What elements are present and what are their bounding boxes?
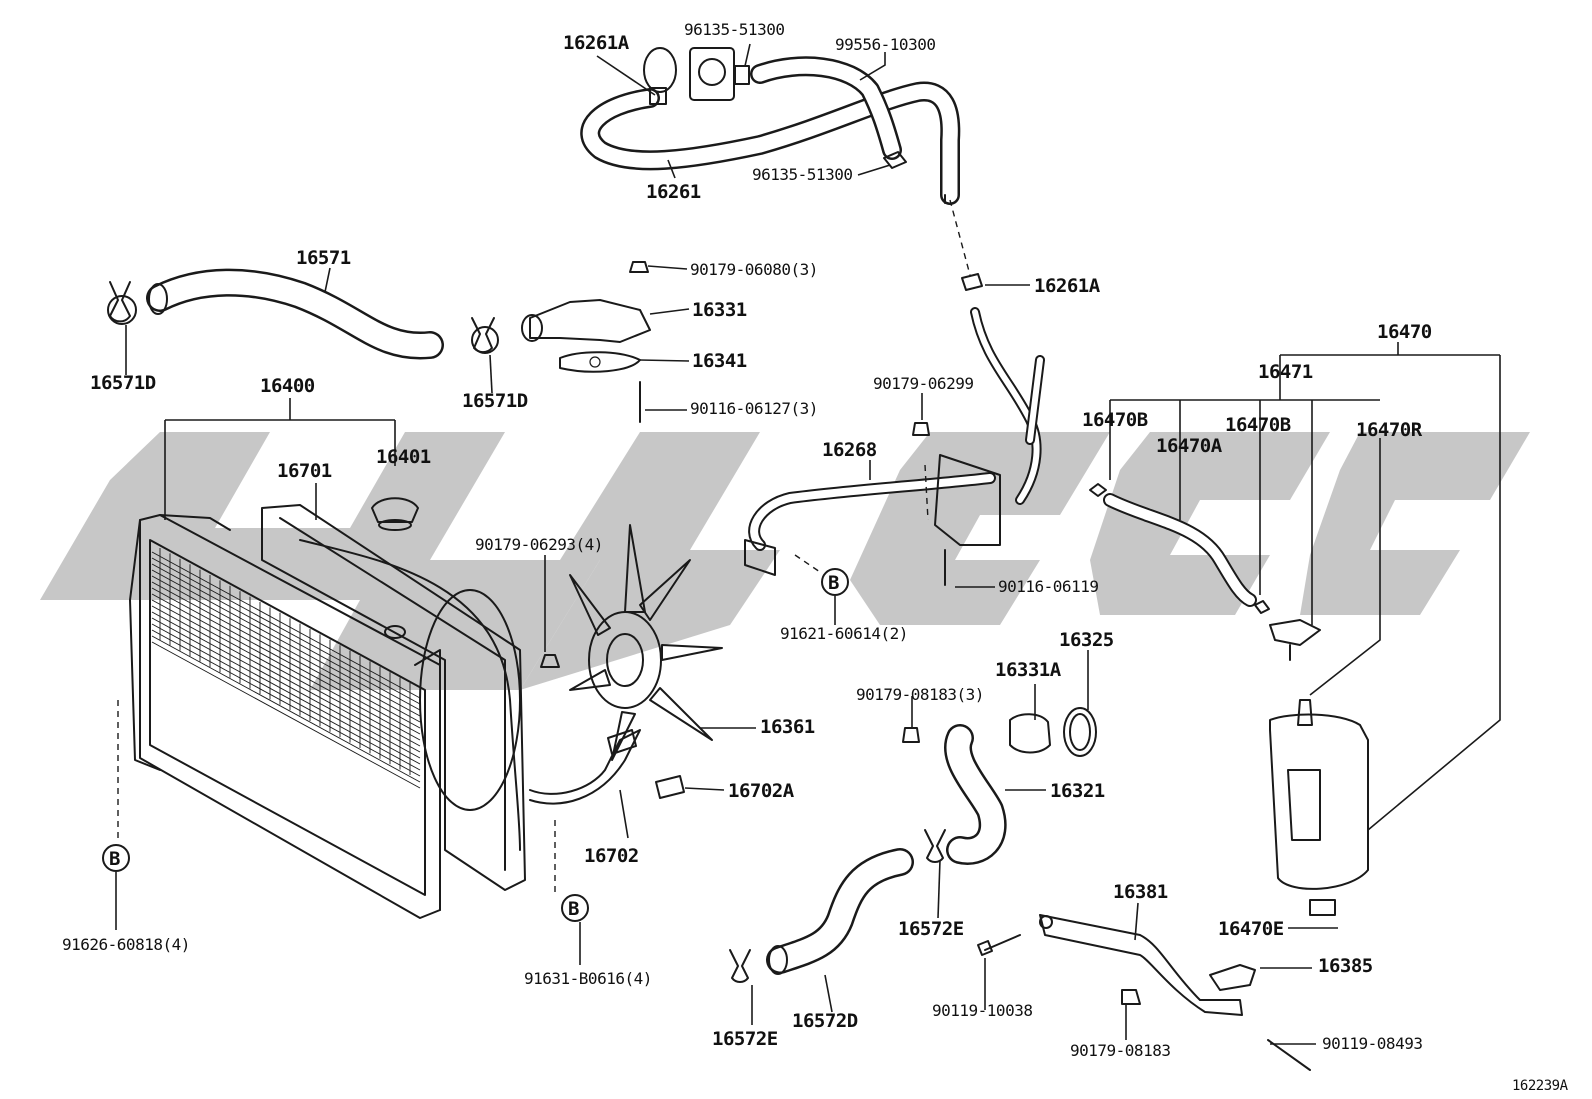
- marker-b-2-letter: B: [109, 848, 120, 870]
- label-96135-51300-top: 96135-51300: [684, 20, 784, 39]
- marker-b-1-letter: B: [828, 572, 839, 594]
- label-16401: 16401: [376, 446, 431, 468]
- marker-letters: B B B: [109, 572, 840, 920]
- bracket-16381: [977, 914, 1311, 1071]
- label-90179-06299: 90179-06299: [873, 374, 973, 393]
- label-16331A: 16331A: [995, 659, 1062, 681]
- label-16470E: 16470E: [1218, 918, 1284, 940]
- label-91626-60818: 91626-60818(4): [62, 935, 190, 954]
- bypass-pipe-16268: [744, 273, 1045, 586]
- fan-shroud-16701: [261, 504, 526, 891]
- label-16400: 16400: [260, 375, 315, 397]
- leader-lines: [115, 43, 1501, 1045]
- label-16331: 16331: [692, 299, 747, 321]
- label-90119-10038: 90119-10038: [932, 1001, 1032, 1020]
- label-16572D: 16572D: [792, 1010, 858, 1032]
- label-91631-B0616: 91631-B0616(4): [524, 969, 652, 988]
- label-16261A-mid: 16261A: [1034, 275, 1101, 297]
- reservoir-16470: [1089, 483, 1369, 916]
- label-16325: 16325: [1059, 629, 1114, 651]
- label-16471: 16471: [1258, 361, 1313, 383]
- upper-hose-16571: [107, 268, 499, 360]
- label-90179-08183: 90179-08183: [1070, 1041, 1170, 1060]
- radiator-16400: [129, 497, 441, 919]
- label-16702: 16702: [584, 845, 639, 867]
- cooling-fan-16361: [529, 524, 723, 805]
- label-16571: 16571: [296, 247, 351, 269]
- lower-hose-16572D: [729, 829, 946, 983]
- label-16381: 16381: [1113, 881, 1168, 903]
- label-90116-06119: 90116-06119: [998, 577, 1098, 596]
- label-16702A: 16702A: [728, 780, 795, 802]
- part-labels: 16261A 96135-51300 99556-10300 16261 961…: [62, 20, 1569, 1094]
- label-99556-10300: 99556-10300: [835, 35, 935, 54]
- watermark-logo: [40, 432, 1530, 690]
- marker-b-3-letter: B: [568, 898, 579, 920]
- reference-markers: [102, 568, 849, 922]
- label-16470B-right: 16470B: [1225, 414, 1291, 436]
- marker-b-1: [821, 568, 849, 596]
- label-16571D-left: 16571D: [90, 372, 156, 394]
- label-90179-06293: 90179-06293(4): [475, 535, 603, 554]
- water-outlet-16331: [521, 261, 651, 423]
- dashed-connectors: [117, 199, 971, 892]
- marker-b-3: [561, 894, 589, 922]
- label-16261: 16261: [646, 181, 701, 203]
- label-16268: 16268: [822, 439, 877, 461]
- label-90119-08493: 90119-08493: [1322, 1034, 1422, 1053]
- label-16571D-mid: 16571D: [462, 390, 528, 412]
- label-16470R: 16470R: [1356, 419, 1423, 441]
- label-96135-51300-mid: 96135-51300: [752, 165, 852, 184]
- label-16470: 16470: [1377, 321, 1432, 343]
- label-16361: 16361: [760, 716, 815, 738]
- label-90116-06127: 90116-06127(3): [690, 399, 818, 418]
- label-16470B-left: 16470B: [1082, 409, 1148, 431]
- label-16572E-low: 16572E: [712, 1028, 778, 1050]
- label-16321: 16321: [1050, 780, 1105, 802]
- label-91621-60614: 91621-60614(2): [780, 624, 908, 643]
- label-16385: 16385: [1318, 955, 1373, 977]
- label-90179-08183-3: 90179-08183(3): [856, 685, 984, 704]
- label-16341: 16341: [692, 350, 747, 372]
- label-90179-06080: 90179-06080(3): [690, 260, 818, 279]
- diagram-id: 162239A: [1512, 1078, 1569, 1094]
- label-16701: 16701: [277, 460, 332, 482]
- label-16261A-top: 16261A: [563, 32, 630, 54]
- water-inlet-16321: [902, 707, 1097, 865]
- marker-b-2: [102, 844, 130, 872]
- label-16470A: 16470A: [1156, 435, 1223, 457]
- heater-hose-16261: [580, 47, 961, 205]
- label-16572E-mid: 16572E: [898, 918, 964, 940]
